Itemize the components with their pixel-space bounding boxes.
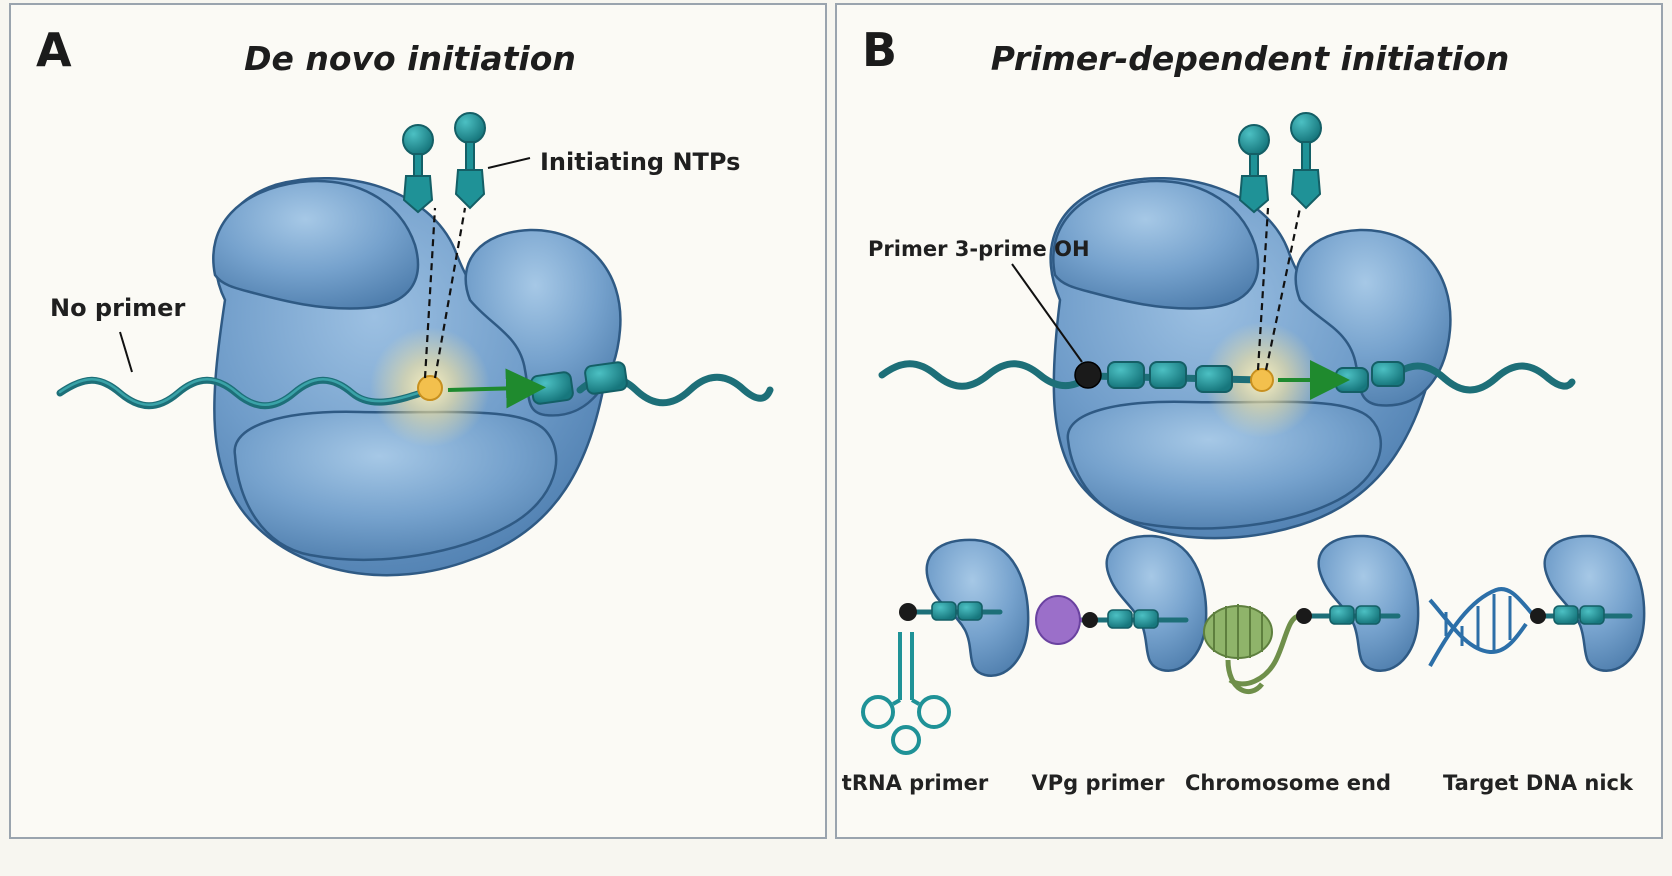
mini-polymerase xyxy=(1543,534,1646,673)
ntp-dashed-line xyxy=(1256,207,1270,371)
polymerase-palm-domain xyxy=(1066,400,1382,530)
trna-cloverleaf-icon xyxy=(861,632,951,755)
initiating-ntps-b xyxy=(1238,112,1322,371)
panel-a-letter: A xyxy=(36,23,72,77)
primer-oh-dot xyxy=(1296,608,1312,624)
primer-type-dna-nick: Target DNA nick xyxy=(1428,534,1646,795)
polymerase-fingers-domain xyxy=(1052,179,1260,310)
chromosome-tail xyxy=(1228,613,1301,687)
primer-oh-dot xyxy=(899,603,917,621)
nucleotide-mark xyxy=(530,371,574,405)
ntp-dashed-line xyxy=(433,207,467,379)
primer-type-chromosome-end: Chromosome end xyxy=(1185,534,1420,795)
ntp-molecule xyxy=(1290,112,1322,210)
ntp-molecule xyxy=(454,112,486,210)
dna-double-helix-icon xyxy=(1428,587,1536,667)
panel-b-letter: B xyxy=(862,23,897,77)
primer-type-trna: tRNA primer xyxy=(842,538,1030,795)
vpg-primer-label: VPg primer xyxy=(1031,771,1165,795)
mini-polymerase xyxy=(1317,534,1420,673)
initiating-ntps-label: Initiating NTPs xyxy=(540,148,740,176)
panel-b: B Primer-dependent initiation xyxy=(842,23,1646,795)
template-strand-right-b xyxy=(1386,362,1576,394)
nucleotide-mark xyxy=(1335,367,1369,393)
initiating-ntps-a xyxy=(402,112,486,379)
nucleotide-mark xyxy=(1355,605,1381,625)
ntp-dashed-line xyxy=(423,207,437,379)
ntp-molecule xyxy=(402,124,434,214)
dna-nick-label: Target DNA nick xyxy=(1443,771,1634,795)
active-site-b xyxy=(1250,368,1274,392)
ntp-dashed-line xyxy=(1264,207,1302,371)
panel-a-title: De novo initiation xyxy=(244,39,576,78)
no-primer-label: No primer xyxy=(50,294,185,322)
primer-3prime-oh-label: Primer 3-prime OH xyxy=(868,237,1090,261)
nucleotide-mark xyxy=(1553,605,1579,625)
trna-primer-label: tRNA primer xyxy=(842,771,989,795)
primer-oh-leader-line xyxy=(1011,263,1083,363)
panel-a: A De novo initiation xyxy=(36,23,774,577)
nucleotide-mark xyxy=(1371,361,1405,387)
nucleotide-mark xyxy=(1107,609,1133,629)
nucleotide-mark xyxy=(1579,605,1605,625)
nucleotide-mark xyxy=(957,601,983,621)
elongation-arrow-a xyxy=(447,368,546,409)
template-strand-left-b xyxy=(878,360,1094,390)
chromosome-end-label: Chromosome end xyxy=(1185,771,1391,795)
nucleotide-mark xyxy=(584,361,628,395)
polymerase-thumb-domain xyxy=(1294,228,1452,407)
primer-3prime-oh-dot xyxy=(1074,361,1102,389)
no-primer-leader-line xyxy=(119,331,133,373)
primer-nucleotides-b xyxy=(1107,361,1233,393)
nucleotide-mark xyxy=(1329,605,1355,625)
active-site-a xyxy=(417,375,443,401)
ntps-leader-line xyxy=(487,157,531,169)
ntp-molecule xyxy=(1238,124,1270,214)
nucleotide-mark xyxy=(1149,361,1187,389)
primer-oh-dot xyxy=(1082,612,1098,628)
chromosome-nucleosome-icon xyxy=(1203,604,1273,695)
polymerase-fingers-domain xyxy=(212,179,420,310)
template-strand-highlight-a xyxy=(58,378,432,406)
vpg-protein-icon xyxy=(1035,595,1081,645)
nucleotide-mark xyxy=(1107,361,1145,389)
nucleotide-mark xyxy=(1133,609,1159,629)
nucleotide-mark xyxy=(1195,365,1233,393)
primer-type-vpg: VPg primer xyxy=(1031,534,1208,795)
panel-b-title: Primer-dependent initiation xyxy=(991,39,1509,78)
nucleotide-mark xyxy=(931,601,957,621)
primer-oh-dot xyxy=(1530,608,1546,624)
polymerase-palm-domain xyxy=(233,410,558,561)
